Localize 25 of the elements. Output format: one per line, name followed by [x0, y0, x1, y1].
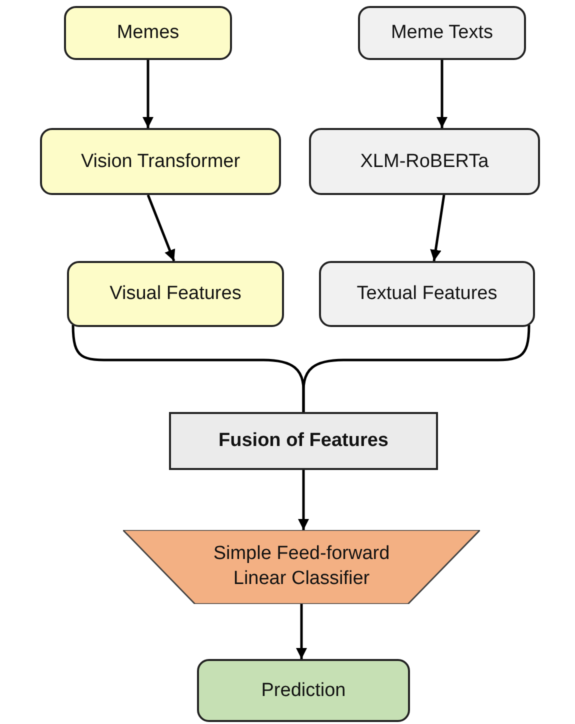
- classifier-trapezoid: [123, 530, 480, 604]
- node-label: Simple Feed-forward Linear Classifier: [212, 542, 391, 591]
- feature-box: [319, 261, 535, 327]
- model-box: [309, 128, 540, 195]
- feature-box: [67, 261, 284, 327]
- node-label: Memes: [116, 22, 180, 44]
- node-label: Fusion of Features: [218, 430, 388, 452]
- arrow: [298, 470, 310, 530]
- node-label: Vision Transformer: [80, 150, 240, 172]
- node-label: Meme Texts: [390, 22, 494, 44]
- node-label: Prediction: [261, 680, 346, 702]
- fusion-box: [169, 412, 438, 470]
- arrow: [146, 194, 176, 262]
- output-box: [197, 659, 410, 722]
- arrow: [430, 194, 446, 262]
- brace-connector: [302, 324, 530, 412]
- arrow: [296, 604, 308, 659]
- process-box: [64, 6, 232, 60]
- process-box: [358, 6, 526, 60]
- model-box: [40, 128, 281, 195]
- node-label: XLM-RoBERTa: [360, 150, 489, 172]
- node-label: Visual Features: [110, 283, 242, 305]
- arrow: [142, 60, 154, 128]
- arrow: [436, 60, 448, 128]
- node-label: Textual Features: [356, 283, 498, 305]
